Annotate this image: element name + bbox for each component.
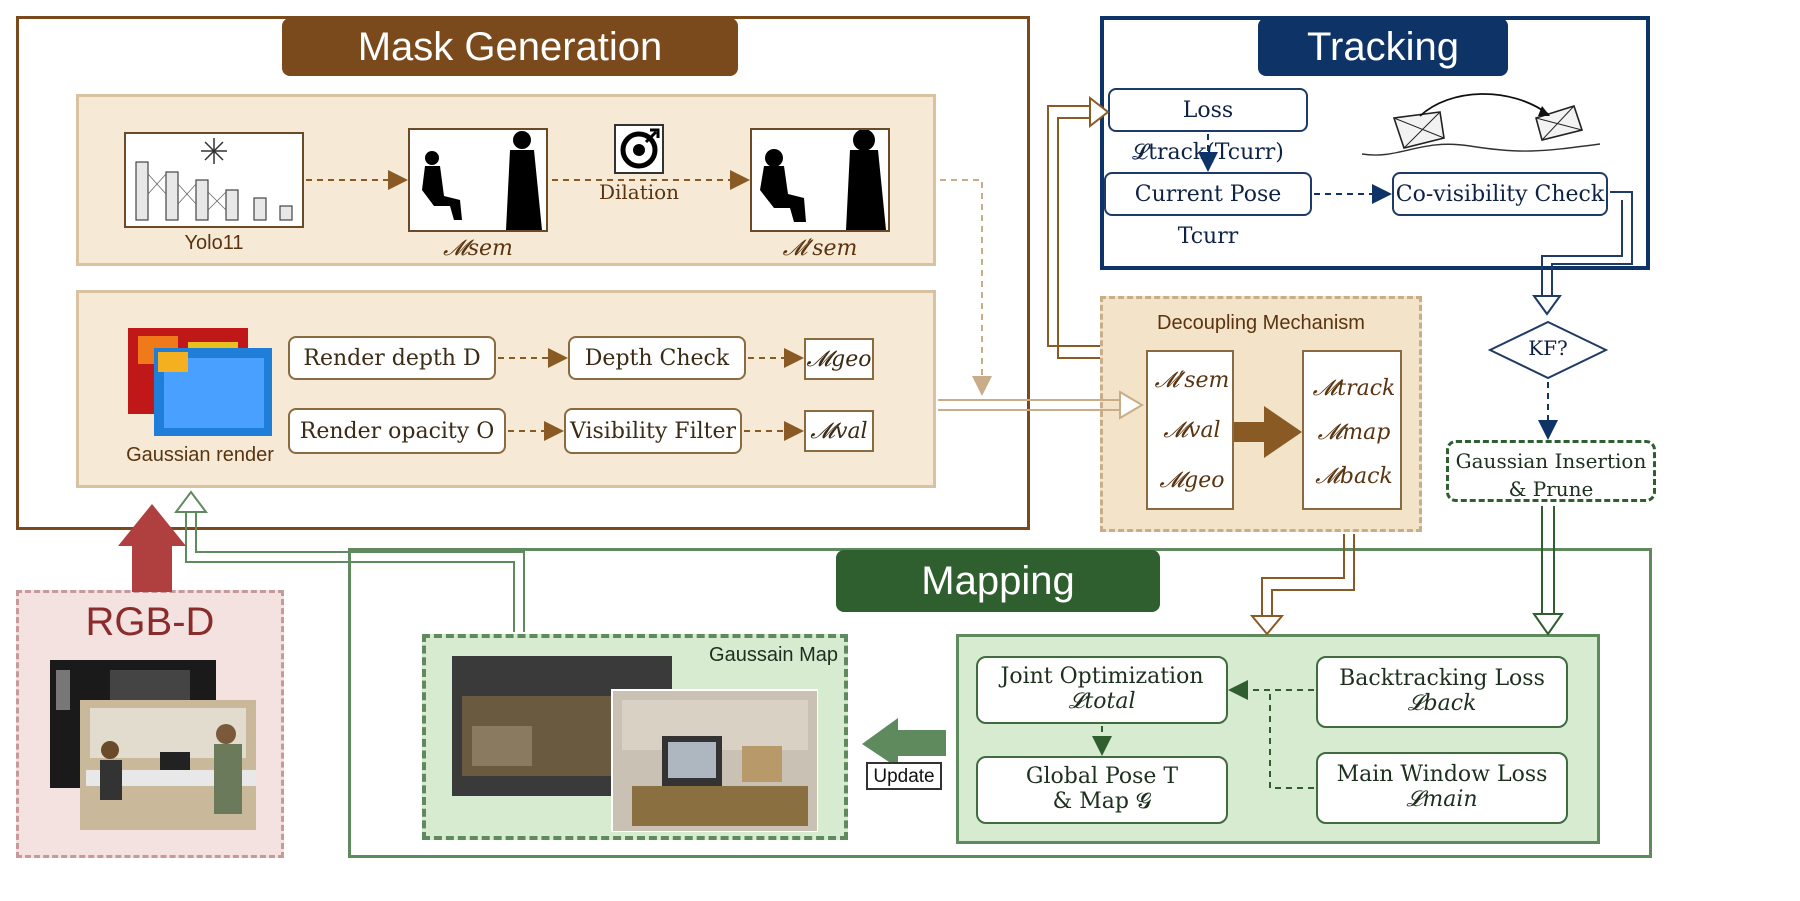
- backtracking-loss-box: Backtracking Loss 𝓛back: [1316, 656, 1568, 728]
- msem-prime-image: [750, 128, 890, 232]
- main-window-loss-box: Main Window Loss 𝓛main: [1316, 752, 1568, 824]
- decoupling-input: 𝓜′sem: [1154, 368, 1230, 393]
- silhouette-icon: [422, 131, 542, 230]
- render-opacity-box: Render opacity O: [288, 408, 506, 454]
- visibility-filter-box: Visibility Filter: [564, 408, 742, 454]
- decoupling-outputs-box: 𝓜track 𝓜map 𝓜back: [1302, 350, 1402, 510]
- gaussian-render-label: Gaussian render: [126, 444, 274, 466]
- camera-icon: [1361, 93, 1601, 156]
- kf-decision-diamond: [1487, 320, 1609, 380]
- loss-track-box: Loss 𝓛track(Tcurr): [1108, 88, 1308, 165]
- main-window-sub: 𝓛main: [1406, 787, 1478, 812]
- tracking-title: Tracking: [1258, 18, 1508, 76]
- depth-check-box: Depth Check: [568, 336, 746, 380]
- joint-optimization-title: Joint Optimization: [1000, 664, 1204, 689]
- map-render-image: [452, 656, 819, 833]
- mask-generation-title: Mask Generation: [282, 18, 738, 76]
- current-pose-box: Current Pose Tcurr: [1104, 172, 1312, 249]
- gaussian-map-label: Gaussain Map: [709, 644, 838, 666]
- yolo-image: [124, 132, 304, 228]
- mgeo-box: 𝓜geo: [804, 338, 874, 380]
- bar-icon-art: [135, 138, 293, 221]
- point-cloud-icon: [452, 656, 819, 833]
- decoupling-title: Decoupling Mechanism: [1157, 312, 1365, 334]
- update-arrow: [860, 716, 948, 770]
- dilation-icon: [614, 124, 664, 174]
- backtracking-title: Backtracking Loss: [1339, 666, 1545, 691]
- main-window-title: Main Window Loss: [1336, 762, 1548, 787]
- dilation-label: Dilation: [598, 180, 680, 204]
- joint-optimization-box: Joint Optimization 𝓛total: [976, 656, 1228, 724]
- decoupling-output: 𝓜track: [1312, 376, 1396, 401]
- rgbd-title: RGB-D: [85, 600, 215, 644]
- msem-image: [408, 128, 548, 232]
- covisibility-box: Co-visibility Check: [1392, 172, 1608, 216]
- decoupling-output: 𝓜back: [1315, 464, 1393, 489]
- kf-label: KF?: [1528, 336, 1568, 360]
- msem-label: 𝓜sem: [443, 236, 513, 261]
- decoupling-input: 𝓜val: [1163, 418, 1221, 443]
- decoupling-inputs-box: 𝓜′sem 𝓜val 𝓜geo: [1146, 350, 1234, 510]
- heatmap-icon: [128, 328, 272, 436]
- decoupling-arrow: [1234, 404, 1304, 460]
- backtracking-sub: 𝓛back: [1407, 691, 1477, 716]
- global-pose-sub: & Map 𝓖: [1052, 789, 1152, 814]
- update-label: Update: [866, 762, 942, 790]
- gaussian-render-image: [128, 328, 272, 436]
- global-pose-box: Global Pose T & Map 𝓖: [976, 756, 1228, 824]
- render-depth-box: Render depth D: [288, 336, 496, 380]
- mval-box: 𝓜val: [804, 410, 874, 452]
- yolo-label: Yolo11: [184, 232, 244, 254]
- decoupling-input: 𝓜geo: [1159, 468, 1225, 493]
- rgbd-image: [50, 660, 256, 830]
- joint-optimization-sub: 𝓛total: [1068, 689, 1136, 714]
- silhouette-dilated-icon: [760, 129, 886, 230]
- camera-frustum-image: [1360, 88, 1602, 162]
- decoupling-output: 𝓜map: [1317, 420, 1391, 445]
- mapping-title: Mapping: [836, 550, 1160, 612]
- global-pose-title: Global Pose T: [1025, 764, 1179, 789]
- rgbd-frames-icon: [50, 660, 256, 830]
- msem-prime-label: 𝓜′sem: [782, 236, 858, 261]
- gaussian-insertion-box: Gaussian Insertion & Prune: [1446, 440, 1656, 502]
